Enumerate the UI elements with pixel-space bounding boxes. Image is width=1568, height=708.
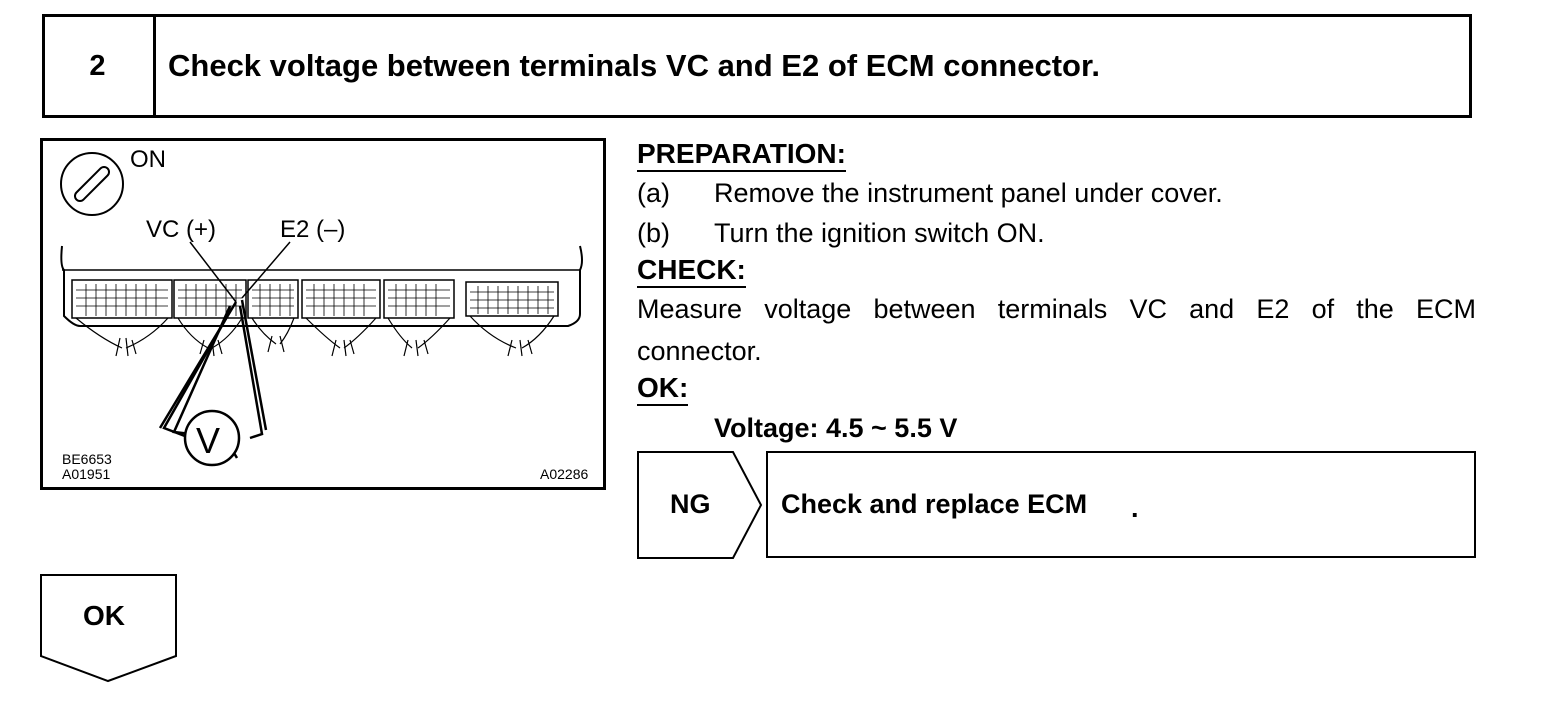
ignition-key-icon xyxy=(60,152,124,216)
voltmeter-symbol: V xyxy=(196,420,221,461)
ng-label: NG xyxy=(670,489,711,519)
wire-harness xyxy=(75,315,555,357)
prep-item-a-text: Remove the instrument panel under cover. xyxy=(714,178,1223,208)
step-title: Check voltage between terminals VC and E… xyxy=(168,48,1100,83)
step-header xyxy=(42,14,1472,118)
ng-pentagon xyxy=(637,451,763,559)
ok-next-label: OK xyxy=(83,600,125,631)
ng-action-box xyxy=(766,451,1476,558)
check-text-line2: connector. xyxy=(637,336,762,366)
ng-action-period: . xyxy=(1131,493,1139,523)
ok-spec-header: OK: xyxy=(637,372,689,406)
check-header: CHECK: xyxy=(637,254,746,288)
prep-item-b-text: Turn the ignition switch ON. xyxy=(714,218,1045,248)
prep-item-a-marker: (a) xyxy=(637,178,670,208)
figure-code-2: A01951 xyxy=(62,466,111,482)
voltage-spec: Voltage: 4.5 ~ 5.5 V xyxy=(714,413,958,443)
e2-terminal-label: E2 (–) xyxy=(280,216,346,243)
vc-pointer xyxy=(189,241,237,303)
ng-action-text: Check and replace ECM xyxy=(781,489,1088,519)
ecm-connectors xyxy=(71,279,559,319)
step-number: 2 xyxy=(42,14,156,118)
figure-code-3: A02286 xyxy=(540,466,589,482)
voltmeter-icon xyxy=(183,409,241,467)
ignition-on-label: ON xyxy=(130,146,166,173)
e2-pointer xyxy=(241,241,291,299)
ecm-connector-figure xyxy=(40,138,606,490)
ecm-connector-illustration xyxy=(60,152,583,467)
preparation-header: PREPARATION: xyxy=(637,138,846,172)
vc-terminal-label: VC (+) xyxy=(146,216,217,243)
check-text-line1: Measure voltage between terminals VC and… xyxy=(637,294,1476,324)
figure-code-1: BE6653 xyxy=(62,451,112,467)
prep-item-b-marker: (b) xyxy=(637,218,670,248)
ecm-body-outline xyxy=(60,245,583,327)
connector-pin-grid xyxy=(76,284,554,316)
ok-next-arrow xyxy=(40,574,177,683)
